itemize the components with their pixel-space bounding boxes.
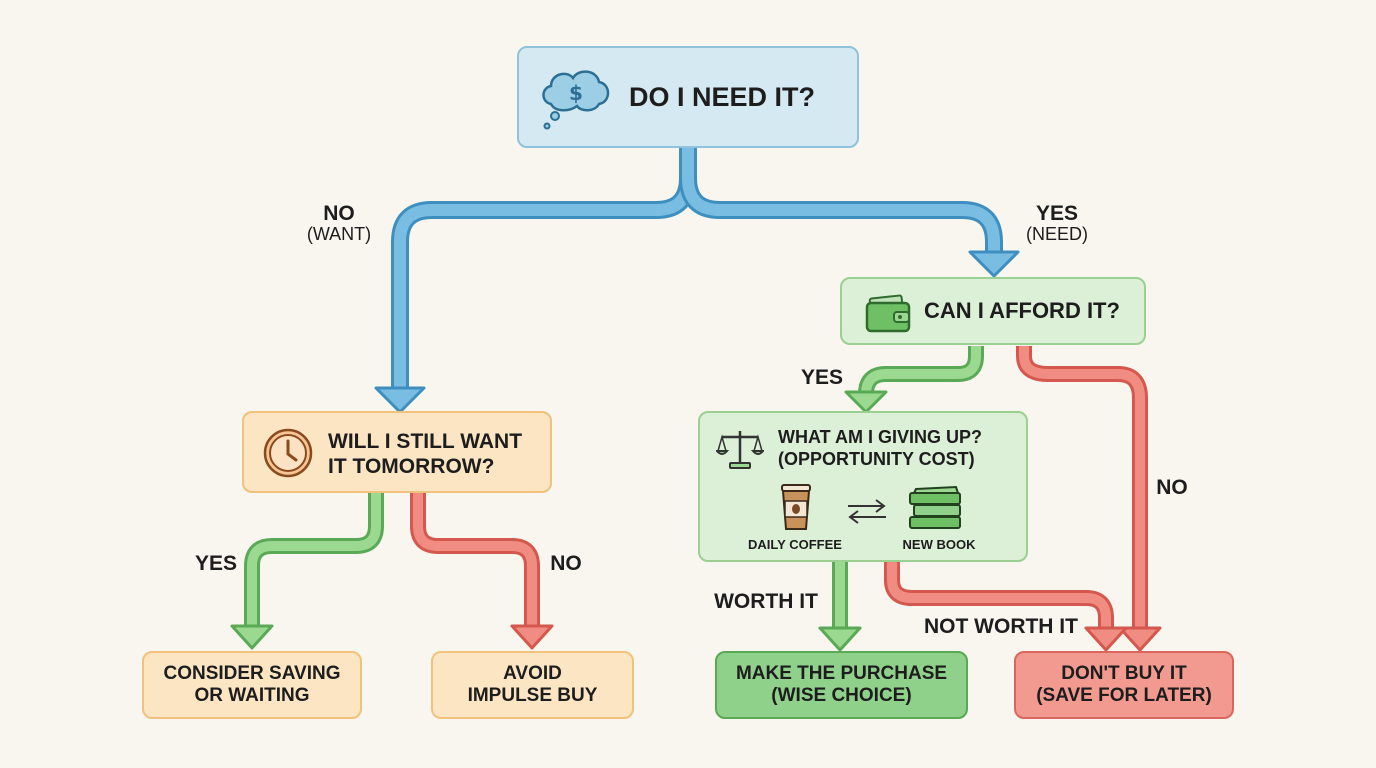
arrow-tomorrow-no bbox=[410, 492, 554, 650]
edge-label-worth-it: WORTH IT bbox=[714, 590, 818, 613]
node-title: WILL I STILL WANT IT TOMORROW? bbox=[328, 430, 523, 479]
clock-icon bbox=[263, 428, 313, 478]
node-title: WHAT AM I GIVING UP? (OPPORTUNITY COST) bbox=[778, 427, 982, 469]
coffee-cup-icon bbox=[781, 484, 811, 530]
edge-label-tomorrow-yes: YES bbox=[194, 552, 238, 575]
balance-scale-icon bbox=[716, 431, 764, 469]
arrow-no-want bbox=[374, 148, 697, 414]
edge-label-tomorrow-no: NO bbox=[550, 552, 582, 575]
arrow-worth-it bbox=[818, 562, 862, 652]
edge-label-no-want: NO (WANT) bbox=[306, 202, 372, 245]
exchange-arrows-icon bbox=[848, 499, 886, 524]
arrow-afford-yes bbox=[844, 346, 984, 414]
edge-label-not-worth-it: NOT WORTH IT bbox=[924, 615, 1078, 638]
node-opportunity-cost: WHAT AM I GIVING UP? (OPPORTUNITY COST) … bbox=[698, 411, 1028, 562]
node-can-i-afford-it: CAN I AFFORD IT? bbox=[840, 277, 1146, 345]
arrow-not-worth-it bbox=[884, 562, 1128, 652]
arrow-yes-need bbox=[679, 148, 1020, 278]
item-new-book: NEW BOOK bbox=[902, 537, 976, 552]
wallet-icon bbox=[865, 294, 911, 333]
arrow-afford-no bbox=[1016, 346, 1162, 652]
node-make-the-purchase: MAKE THE PURCHASE (WISE CHOICE) bbox=[715, 651, 968, 719]
node-will-i-still-want-it: WILL I STILL WANT IT TOMORROW? bbox=[242, 411, 552, 493]
node-do-i-need-it: $ DO I NEED IT? bbox=[517, 46, 859, 148]
node-title: DO I NEED IT? bbox=[629, 81, 816, 112]
edge-label-afford-no: NO bbox=[1156, 476, 1188, 499]
node-consider-saving: CONSIDER SAVING OR WAITING bbox=[142, 651, 362, 719]
svg-text:$: $ bbox=[569, 81, 583, 105]
edge-label-afford-yes: YES bbox=[800, 366, 844, 389]
node-dont-buy-it: DON'T BUY IT (SAVE FOR LATER) bbox=[1014, 651, 1234, 719]
thought-bubble-dollar-icon: $ bbox=[542, 70, 610, 130]
node-avoid-impulse-buy: AVOID IMPULSE BUY bbox=[431, 651, 634, 719]
arrow-tomorrow-yes bbox=[230, 492, 384, 650]
edge-label-yes-need: YES (NEED) bbox=[1026, 202, 1088, 245]
item-daily-coffee: DAILY COFFEE bbox=[748, 537, 842, 552]
books-icon bbox=[909, 485, 961, 529]
node-title: CAN I AFFORD IT? bbox=[924, 298, 1120, 323]
